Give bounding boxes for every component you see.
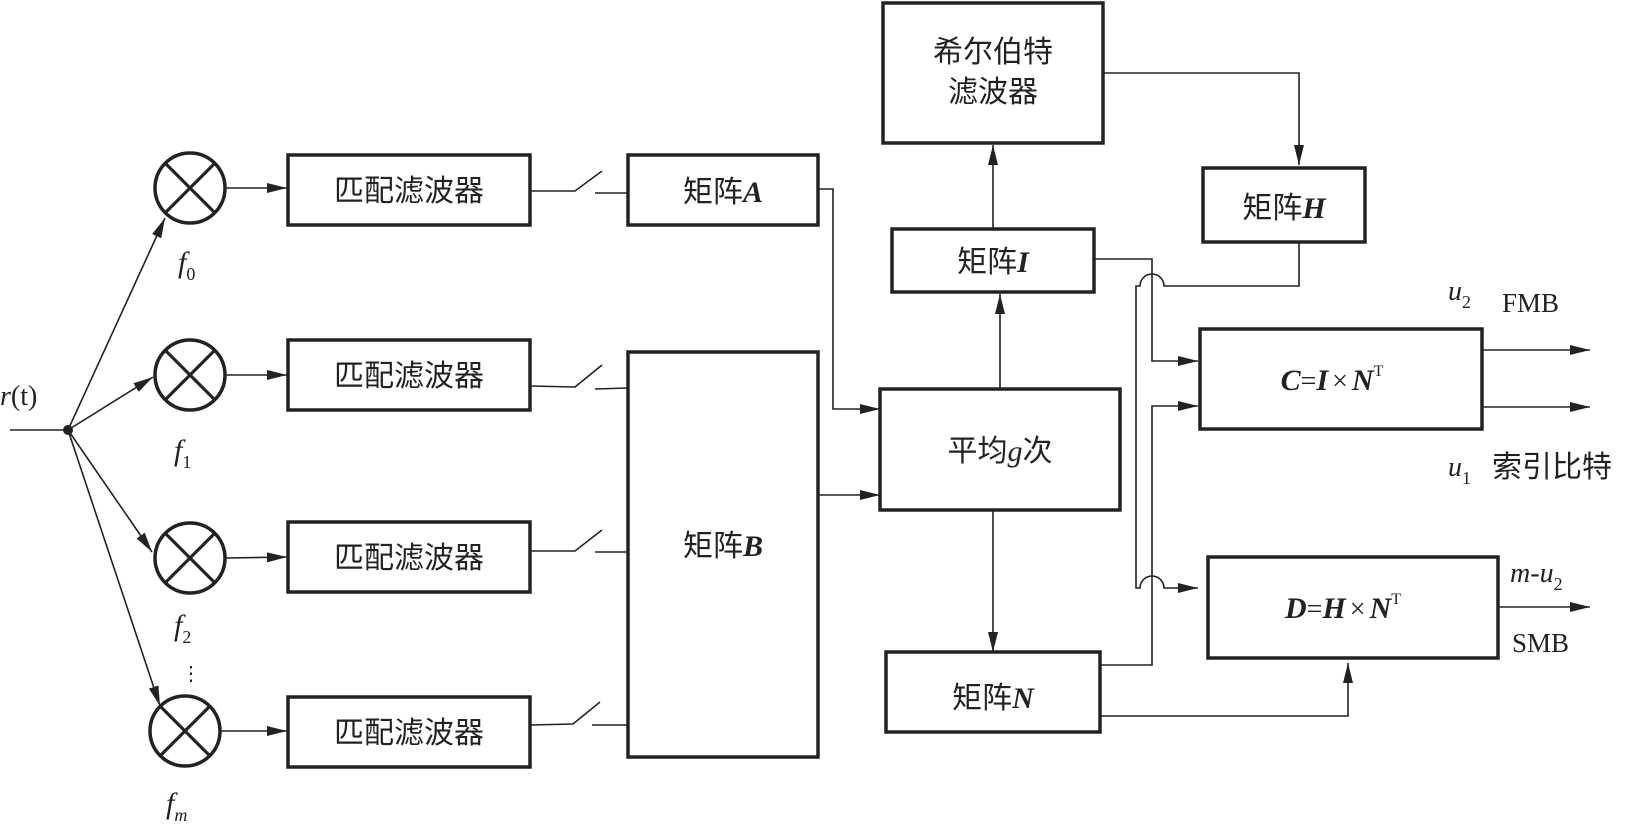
svg-text:m-u2: m-u2 xyxy=(1510,558,1563,594)
matched-filter-m: 匹配滤波器 xyxy=(286,695,532,769)
matrix-b-block: 矩阵B xyxy=(626,350,820,759)
branch-wire-2 xyxy=(67,429,153,553)
svg-text:滤波器: 滤波器 xyxy=(948,75,1038,110)
svg-text:希尔伯特: 希尔伯特 xyxy=(933,35,1053,70)
svg-text:FMB: FMB xyxy=(1502,288,1559,318)
switch-0 xyxy=(530,170,628,194)
svg-text:矩阵N: 矩阵N xyxy=(952,681,1035,716)
svg-text:矩阵I: 矩阵I xyxy=(957,245,1030,280)
switch-1 xyxy=(529,364,629,390)
svg-text:矩阵A: 矩阵A xyxy=(683,175,763,210)
hilbert-filter-block: 希尔伯特 滤波器 xyxy=(881,1,1105,145)
input-label: r(t) xyxy=(0,381,37,412)
svg-text:平均g次: 平均g次 xyxy=(948,434,1053,469)
svg-text:匹配滤波器: 匹配滤波器 xyxy=(334,541,484,576)
block-d: D=H×NT xyxy=(1206,555,1500,660)
svg-text:匹配滤波器: 匹配滤波器 xyxy=(334,174,484,209)
ellipsis-icon: ⋮ xyxy=(181,663,201,685)
matched-filter-0: 匹配滤波器 xyxy=(286,153,532,227)
matrix-h-block: 矩阵H xyxy=(1201,166,1367,244)
switch-2 xyxy=(530,529,628,553)
svg-text:矩阵H: 矩阵H xyxy=(1242,191,1327,226)
output-u2-label: u2 FMB xyxy=(1448,276,1559,318)
mixer-f2: f2 ⋮ xyxy=(153,521,227,685)
mixer-f1: f1 xyxy=(153,338,227,472)
svg-text:D=H×NT: D=H×NT xyxy=(1284,591,1401,625)
mixer-label: f1 xyxy=(174,434,191,472)
wire-a-average xyxy=(818,188,880,414)
svg-text:C=I×NT: C=I×NT xyxy=(1281,363,1384,397)
svg-text:u1: u1 xyxy=(1448,452,1471,488)
svg-text:矩阵B: 矩阵B xyxy=(683,529,763,564)
mixer-label: fm xyxy=(166,787,187,825)
branch-wire-0 xyxy=(67,217,166,431)
wire-n-d xyxy=(1100,663,1353,717)
matrix-i-block: 矩阵I xyxy=(890,227,1096,294)
average-block: 平均g次 xyxy=(878,387,1122,512)
wire-h-d xyxy=(1135,242,1300,593)
wire-n-c xyxy=(1100,401,1198,666)
matched-filter-1: 匹配滤波器 xyxy=(286,338,532,412)
mixer-fm: fm xyxy=(148,694,222,825)
svg-text:匹配滤波器: 匹配滤波器 xyxy=(334,359,484,394)
block-c: C=I×NT xyxy=(1198,327,1484,431)
matched-filter-2: 匹配滤波器 xyxy=(286,520,532,594)
output-u1-label: u1 索引比特 xyxy=(1448,450,1612,488)
switch-m xyxy=(529,701,628,726)
mixer-label: f2 xyxy=(174,609,191,647)
svg-text:匹配滤波器: 匹配滤波器 xyxy=(334,716,484,751)
wire-hilbert-h xyxy=(1103,72,1304,165)
output-smb-label: m-u2 SMB xyxy=(1510,558,1569,658)
mixer-label: f0 xyxy=(178,246,195,284)
branch-wire-m xyxy=(67,429,161,707)
input-signal: r(t) xyxy=(0,381,73,435)
mixer-f0: f0 xyxy=(153,151,227,284)
branch-wire-1 xyxy=(67,376,154,431)
matrix-n-block: 矩阵N xyxy=(884,650,1102,734)
wire-mixer2-mf2 xyxy=(224,552,288,563)
wire-i-c xyxy=(1094,258,1198,366)
svg-text:索引比特: 索引比特 xyxy=(1492,450,1612,485)
svg-text:SMB: SMB xyxy=(1512,628,1569,658)
svg-text:u2: u2 xyxy=(1448,276,1471,312)
matrix-a-block: 矩阵A xyxy=(626,153,820,227)
